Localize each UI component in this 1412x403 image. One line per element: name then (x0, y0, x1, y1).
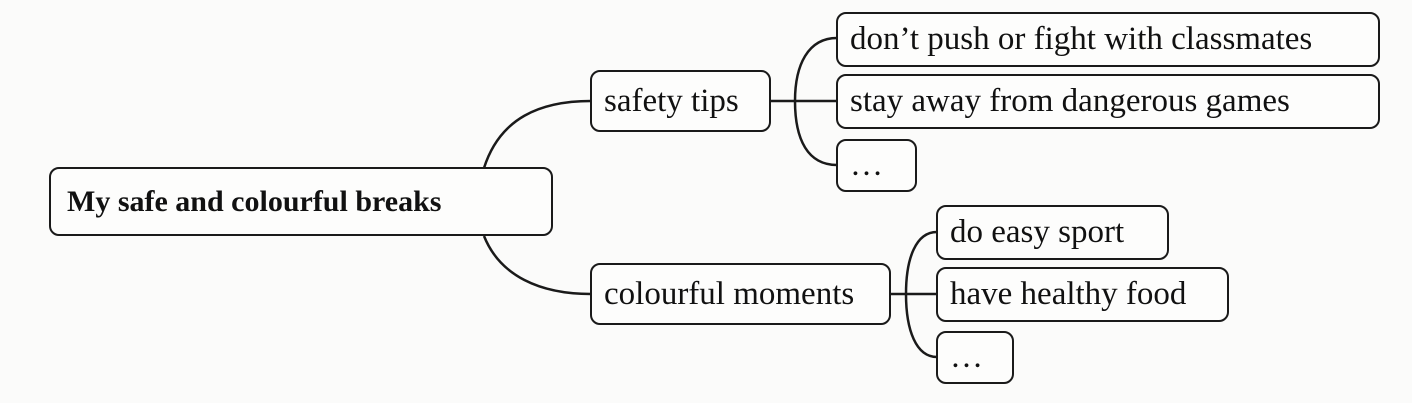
leaf-node-no-pushing: don’t push or fight with classmates (836, 12, 1380, 67)
connector-safety-tips-leaf-1 (793, 36, 838, 102)
leaf-label: have healthy food (950, 276, 1187, 312)
branch-label: safety tips (604, 82, 739, 119)
connector-colourful-moments-leaf-1 (904, 230, 938, 295)
connector-colourful-moments-leaf-3 (904, 293, 938, 359)
root-node: My safe and colourful breaks (49, 167, 553, 236)
leaf-label: don’t push or fight with classmates (850, 21, 1313, 57)
leaf-node-ellipsis-colourful: … (936, 331, 1014, 384)
branch-label: colourful moments (604, 275, 855, 312)
leaf-node-healthy-food: have healthy food (936, 267, 1229, 322)
connector-root-colourful-moments (482, 235, 592, 296)
branch-node-colourful-moments: colourful moments (590, 263, 891, 325)
leaf-label: stay away from dangerous games (850, 83, 1290, 119)
leaf-label: do easy sport (950, 214, 1125, 250)
leaf-label: … (950, 339, 983, 375)
root-label: My safe and colourful breaks (67, 184, 442, 218)
leaf-label: … (850, 147, 883, 183)
leaf-node-stay-away: stay away from dangerous games (836, 74, 1380, 129)
connector-root-safety-tips (482, 99, 592, 169)
leaf-node-ellipsis-safety: … (836, 139, 917, 192)
leaf-node-easy-sport: do easy sport (936, 205, 1169, 260)
connector-safety-tips-leaf-3 (793, 100, 838, 167)
branch-node-safety-tips: safety tips (590, 70, 771, 132)
